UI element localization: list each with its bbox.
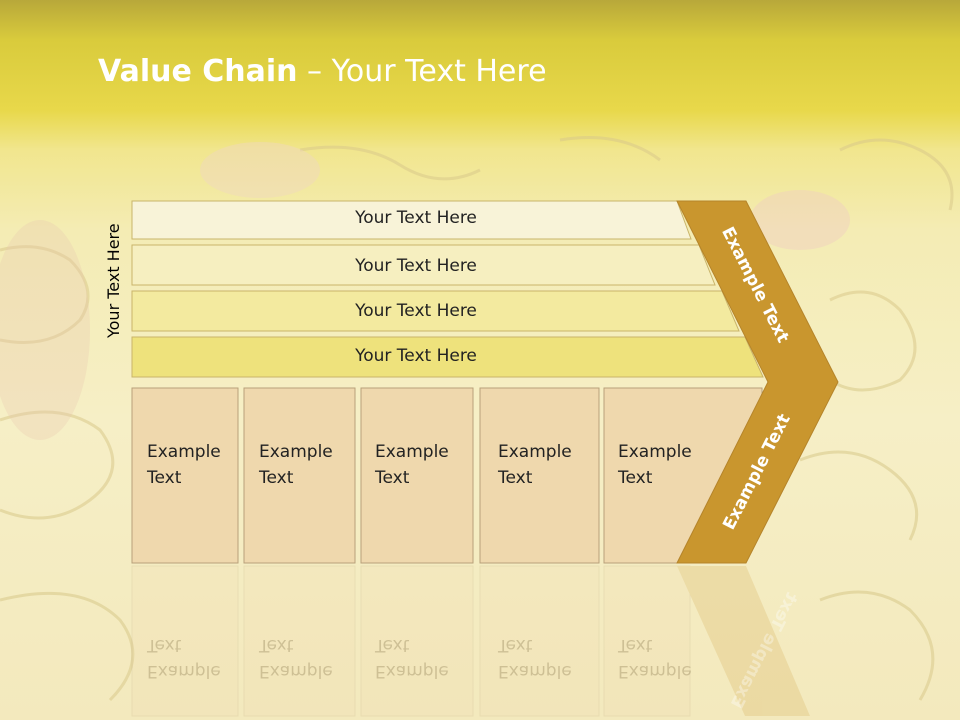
column-3-reflection: Example Text <box>375 635 449 681</box>
band-1 <box>131 200 692 240</box>
column-3 <box>360 387 474 564</box>
column-1-reflection: Example Text <box>147 635 221 681</box>
column-4-reflection: Example Text <box>498 635 572 681</box>
band-1-label: Your Text Here <box>355 208 477 228</box>
band-2 <box>131 244 716 286</box>
column-2-line2: Text <box>259 468 294 488</box>
column-4-line2: Text <box>498 468 533 488</box>
chevron-arrow <box>676 200 839 564</box>
column-5-reflection: Example Text <box>618 635 692 681</box>
band-3-label: Your Text Here <box>355 301 477 321</box>
column-3-label: Example Text <box>375 439 475 491</box>
column-2-label: Example Text <box>259 439 359 491</box>
column-5-line2: Text <box>618 468 653 488</box>
column-2 <box>243 387 356 564</box>
column-1 <box>131 387 239 564</box>
column-3-line2: Text <box>375 468 410 488</box>
column-2-line1: Example <box>259 442 333 462</box>
page-title: Value Chain – Your Text Here <box>98 54 547 89</box>
column-1-line2: Text <box>147 468 182 488</box>
band-4-label: Your Text Here <box>355 346 477 366</box>
column-4 <box>479 387 600 564</box>
column-4-label: Example Text <box>498 439 598 491</box>
column-4-line1: Example <box>498 442 572 462</box>
column-1-line1: Example <box>147 442 221 462</box>
title-rest: – Your Text Here <box>297 54 547 89</box>
column-5-line1: Example <box>618 442 692 462</box>
title-bold: Value Chain <box>98 54 298 89</box>
column-2-reflection: Example Text <box>259 635 333 681</box>
column-3-line1: Example <box>375 442 449 462</box>
column-1-label: Example Text <box>147 439 247 491</box>
column-5-label: Example Text <box>618 439 718 491</box>
band-4 <box>131 336 764 378</box>
band-2-label: Your Text Here <box>355 256 477 276</box>
band-3 <box>131 290 740 332</box>
